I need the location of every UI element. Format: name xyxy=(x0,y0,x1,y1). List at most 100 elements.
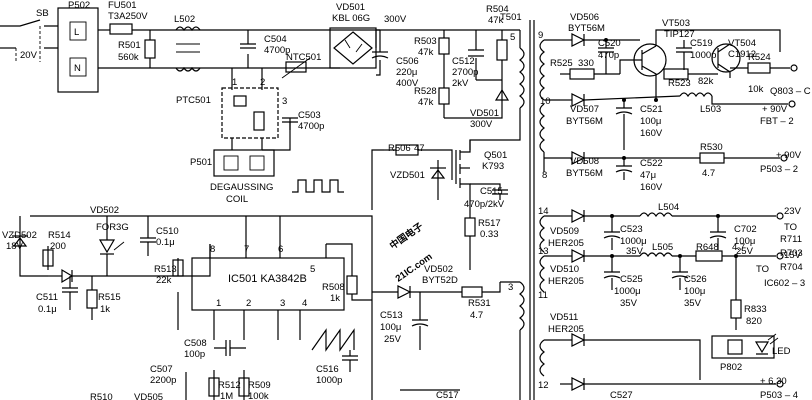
label-c522-val2: 160V xyxy=(640,182,663,193)
label-coil: COIL xyxy=(226,194,248,205)
label-vzd502-val: 18V xyxy=(6,241,24,252)
label-l503: L503 xyxy=(700,104,721,115)
label-vd507: VD507 xyxy=(570,104,599,115)
label-vt503: VT503 xyxy=(662,18,690,29)
ntc-ntc501 xyxy=(285,61,307,73)
label-c513: C513 xyxy=(380,310,403,321)
label-c702-val2: 25V xyxy=(736,246,754,257)
label-23v: 23V xyxy=(784,206,802,217)
label-ic602: IC602 – 3 xyxy=(764,278,805,289)
label-c520: C520 xyxy=(598,38,621,49)
label-c516-val: 1000p xyxy=(316,375,342,386)
transformer-t501 xyxy=(469,20,560,400)
label-c525-val2: 35V xyxy=(620,298,638,309)
label-vd508-val: BYT56M xyxy=(566,168,603,179)
bridge-vd501 xyxy=(329,27,377,69)
label-c523-val1: 1000μ xyxy=(620,236,647,247)
label-c521-val2: 160V xyxy=(640,128,663,139)
label-c513-val2: 25V xyxy=(384,334,402,345)
label-r703: R703 xyxy=(780,248,803,259)
label-c702: C702 xyxy=(734,224,757,235)
label-t501: T501 xyxy=(500,12,522,23)
label-degaussing: DEGAUSSING xyxy=(210,182,273,193)
label-15v: 15V xyxy=(784,250,802,261)
label-r530-val: 4.7 xyxy=(702,168,715,179)
label-c519: C519 xyxy=(690,38,713,49)
label-l: L xyxy=(74,27,79,38)
label-r528: R528 xyxy=(414,86,437,97)
label-r524: R524 xyxy=(748,52,771,63)
label-p503-2: P503 – 2 xyxy=(760,164,798,175)
label-pin-t3: 3 xyxy=(508,282,513,293)
label-r523: R523 xyxy=(668,78,691,89)
label-vd501b: VD501 xyxy=(470,108,499,119)
label-r503: R503 xyxy=(414,36,437,47)
label-c515-val: 470p/2kV xyxy=(464,199,505,210)
label-c522: C522 xyxy=(640,158,663,169)
label-c510-val: 0.1μ xyxy=(156,237,175,248)
label-c520-val: 470p xyxy=(598,50,619,61)
label-l504: L504 xyxy=(658,202,679,213)
label-r514: R514 xyxy=(48,230,71,241)
label-vt503-val: TIP127 xyxy=(664,29,695,40)
label-pin2-ptc: 2 xyxy=(260,77,265,88)
label-c526: C526 xyxy=(684,274,707,285)
label-r506: R506 xyxy=(388,143,411,154)
label-c510: C510 xyxy=(156,226,179,237)
label-r508: R508 xyxy=(322,282,345,293)
label-r517: R517 xyxy=(478,218,501,229)
label-p501: P501 xyxy=(190,157,212,168)
label-q501-val: K793 xyxy=(482,161,504,172)
label-r512-val: 1M xyxy=(220,391,233,400)
inductor-l502 xyxy=(175,26,201,72)
label-r833-val: 820 xyxy=(746,316,762,327)
label-fu501: FU501 xyxy=(108,0,137,11)
label-vt504: VT504 xyxy=(728,38,756,49)
label-c506-val1: 220μ xyxy=(396,67,417,78)
label-sb: SB xyxy=(36,8,49,19)
label-c519-val: 1000p xyxy=(690,50,716,61)
label-vd510: VD510 xyxy=(550,264,579,275)
label-to2: TO xyxy=(756,264,769,275)
label-pin3-ptc: 3 xyxy=(282,96,287,107)
label-vd510-val: HER205 xyxy=(548,276,584,287)
label-plus630: + 6.30 xyxy=(760,376,787,387)
label-c517: C517 xyxy=(436,390,459,400)
label-c512: C512 xyxy=(452,56,475,67)
label-led: LED xyxy=(772,346,791,357)
label-pin6: 6 xyxy=(278,244,283,255)
label-pin-t5: 5 xyxy=(510,32,515,43)
label-r503-val: 47k xyxy=(418,47,434,58)
label-r530: R530 xyxy=(700,142,723,153)
label-vd508: VD508 xyxy=(570,156,599,167)
label-pin13: 13 xyxy=(538,246,549,257)
label-pin14: 14 xyxy=(538,206,549,217)
label-vd501b-val: 300V xyxy=(470,119,493,130)
output-low-voltage xyxy=(560,209,784,391)
label-vd505: VD505 xyxy=(134,392,163,400)
p501-connector xyxy=(213,149,275,177)
watermark-cn-text: 中国电子 xyxy=(387,220,425,252)
label-c525: C525 xyxy=(620,274,643,285)
label-plus90a: + 90V xyxy=(762,104,788,115)
fuse-fu501 xyxy=(109,23,133,35)
label-c522-val1: 47μ xyxy=(640,170,656,181)
label-vd506-val: BYT56M xyxy=(568,23,605,34)
label-pin9: 9 xyxy=(538,30,543,41)
label-c512-val1: 2700p xyxy=(452,67,478,78)
control-section xyxy=(12,149,384,400)
label-to1: TO xyxy=(784,222,797,233)
label-r513-val: 22k xyxy=(156,275,172,286)
label-c507: C507 xyxy=(150,364,173,375)
label-c508: C508 xyxy=(184,338,207,349)
label-pin8-t: 8 xyxy=(542,170,547,181)
label-20v: 20V xyxy=(20,50,38,61)
label-vd511: VD511 xyxy=(550,312,578,323)
label-c512-val2: 2kV xyxy=(452,78,469,89)
label-vt504-val: C1912 xyxy=(728,49,756,60)
label-c527: C527 xyxy=(610,390,633,400)
label-p802: P802 xyxy=(720,362,742,373)
label-r517-val: 0.33 xyxy=(480,229,499,240)
resistor-r501 xyxy=(144,39,156,59)
